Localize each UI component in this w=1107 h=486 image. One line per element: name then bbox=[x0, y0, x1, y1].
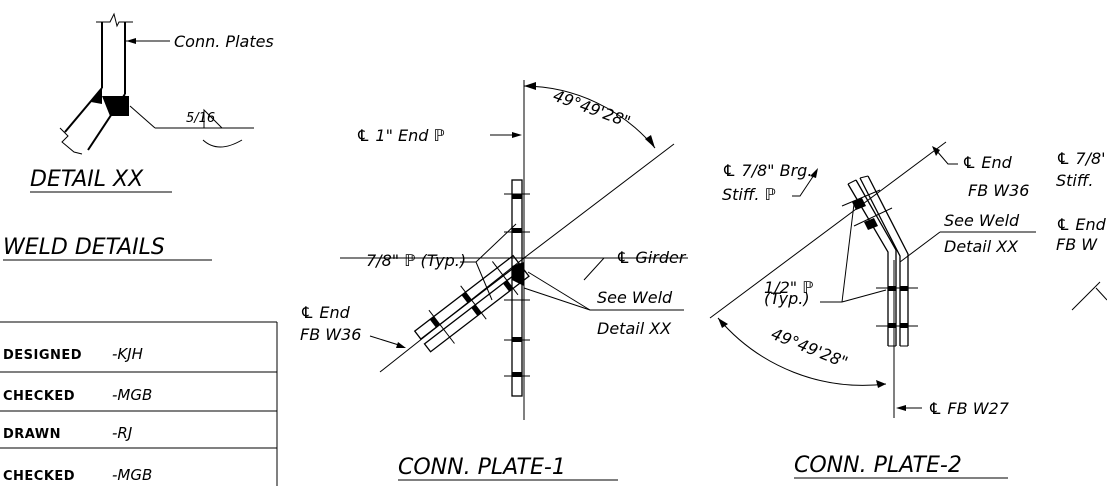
detail-xx-title: DETAIL XX bbox=[30, 167, 144, 192]
angle-label: 49°49'28" bbox=[551, 86, 633, 132]
see-weld-label-2-2: Detail XX bbox=[944, 237, 1019, 256]
fb-w27-label: ℄ FB W27 bbox=[928, 399, 1010, 418]
partial-label-3: ℄ End bbox=[1056, 215, 1107, 234]
half-plate-label-1: 1/2" ℙ bbox=[764, 278, 813, 297]
checked-label-2: CHECKED bbox=[3, 469, 75, 484]
partial-label-4: FB W bbox=[1056, 235, 1098, 254]
conn-plate-1: 49°49'28" ℄ 1" End ℙ 7/8" ℙ (T bbox=[300, 80, 688, 481]
break-line-top bbox=[96, 12, 133, 28]
girder-label: ℄ Girder bbox=[616, 248, 687, 267]
member-top-edge bbox=[64, 87, 103, 133]
drawn-initials: -RJ bbox=[112, 424, 132, 442]
leader-arrowhead bbox=[126, 38, 136, 44]
conn-plate-2: 49°49'28" ℄ 7/8" Brg. Stiff. ℙ ℄ End FB … bbox=[709, 141, 1036, 479]
end-fb-label-2-1: ℄ End bbox=[962, 153, 1013, 172]
conn-plate-3-partial: ℄ 7/8' Stiff. ℄ End FB W bbox=[1056, 149, 1107, 311]
angle-label-2: 49°49'28" bbox=[769, 324, 851, 372]
end-fb-label-2-2: FB W36 bbox=[968, 181, 1029, 200]
half-plate-label-2: (Typ.) bbox=[764, 289, 810, 308]
weld-size-label: 5/16 bbox=[186, 111, 215, 126]
end-fb-label-1: ℄ End bbox=[300, 303, 351, 322]
connection-weld bbox=[512, 262, 524, 286]
see-weld-label-2: Detail XX bbox=[597, 319, 672, 338]
weld-all-around-arc bbox=[202, 139, 243, 148]
see-weld-label-1: See Weld bbox=[597, 288, 673, 307]
partial-label-1: ℄ 7/8' bbox=[1056, 149, 1106, 168]
brg-stiff-centerline bbox=[709, 141, 947, 319]
end-fb-label-2: FB W36 bbox=[300, 325, 361, 344]
fillet-weld-right bbox=[102, 96, 129, 116]
drawn-label: DRAWN bbox=[3, 427, 61, 442]
angle-dimension-arc-2 bbox=[717, 317, 887, 386]
break-line-bottom bbox=[59, 127, 83, 155]
fillet-weld-symbol bbox=[203, 108, 223, 129]
partial-label-2: Stiff. bbox=[1056, 171, 1094, 190]
diagonal-plates bbox=[413, 254, 530, 353]
conn-plate-1-title: CONN. PLATE-1 bbox=[398, 455, 566, 480]
conn-plates-label: Conn. Plates bbox=[174, 32, 274, 51]
designed-label: DESIGNED bbox=[3, 348, 82, 363]
designed-initials: -KJH bbox=[112, 345, 143, 363]
checked-label: CHECKED bbox=[3, 389, 75, 404]
angle-reference-line bbox=[523, 143, 675, 259]
weld-arrow-leader bbox=[129, 105, 156, 129]
see-weld-label-2-1: See Weld bbox=[944, 211, 1020, 230]
detail-xx: Conn. Plates 5/16 DETAIL XX WELD DETAILS bbox=[3, 12, 274, 261]
typ-plate-label: 7/8" ℙ (Typ.) bbox=[366, 251, 466, 270]
conn-plate-2-title: CONN. PLATE-2 bbox=[794, 453, 962, 478]
weld-details-title: WELD DETAILS bbox=[3, 235, 165, 260]
fillet-weld-left bbox=[91, 88, 102, 104]
checked-initials-2: -MGB bbox=[112, 466, 152, 484]
title-block: DESIGNED -KJH CHECKED -MGB DRAWN -RJ CHE… bbox=[0, 321, 278, 486]
end-plate-label: ℄ 1" End ℙ bbox=[356, 126, 445, 145]
checked-initials: -MGB bbox=[112, 386, 152, 404]
brg-stiff-label-1: ℄ 7/8" Brg. bbox=[722, 161, 812, 180]
brg-stiff-label-2: Stiff. ℙ bbox=[722, 185, 776, 204]
angle-dimension-arc bbox=[523, 85, 656, 149]
